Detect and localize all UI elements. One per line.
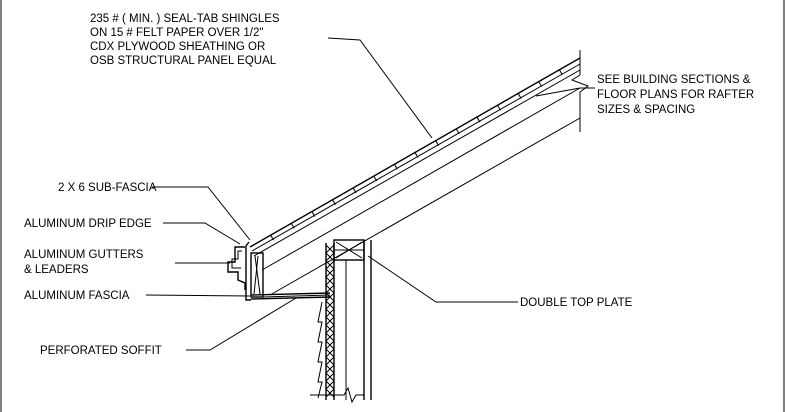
sheathing-hatch: [325, 340, 335, 350]
label-shingles-line-3: CDX PLYWOOD SHEATHING OR: [90, 41, 265, 53]
wall-sheathing-pattern: [325, 244, 335, 398]
soffit-bottom: [250, 296, 331, 300]
label-soffit: PERFORATED SOFFIT: [40, 345, 162, 357]
sheathing-hatch: [325, 388, 335, 398]
roof-assembly: [249, 50, 590, 296]
wall-assembly: [310, 239, 372, 404]
eave-components: [227, 241, 264, 301]
label-see-sections-line-3: SIZES & SPACING: [597, 104, 695, 116]
leader-see-sections: [535, 87, 595, 97]
label-top-plate: DOUBLE TOP PLATE: [520, 297, 633, 309]
gutter-inner-profile: [231, 250, 242, 269]
sheathing-hatch: [325, 356, 335, 366]
drip-edge: [245, 241, 251, 301]
shingle-tab-tick: [497, 104, 501, 111]
label-gutters-line-2: & LEADERS: [24, 264, 89, 276]
soffit-top: [250, 292, 331, 296]
shingle-tab-tick: [311, 211, 316, 217]
sheathing-hatch: [325, 260, 335, 270]
leaders: [145, 37, 595, 351]
soffit: [250, 292, 331, 300]
shingle-tab-tick: [270, 234, 275, 241]
leader-fascia: [145, 294, 251, 297]
label-shingles-line-4: OSB STRUCTURAL PANEL EQUAL: [90, 55, 277, 67]
rafter-break-line: [570, 50, 590, 132]
sub-fascia-board: [250, 252, 264, 298]
soffit-mid: [262, 294, 331, 298]
label-shingles-line-1: 235 # ( MIN. ) SEAL-TAB SHINGLES: [90, 13, 280, 25]
sheathing-hatch: [325, 348, 335, 358]
leader-shingles: [327, 37, 433, 139]
shingle-tab-tick: [558, 69, 563, 76]
label-see-sections: SEE BUILDING SECTIONS & FLOOR PLANS FOR …: [597, 74, 754, 116]
leader-drip-edge: [163, 222, 241, 245]
sheathing-hatch: [325, 324, 335, 334]
sheathing-hatch: [325, 284, 335, 294]
shingle-tab-tick: [393, 164, 398, 170]
sheathing-hatch: [325, 276, 335, 286]
sheathing-hatch: [325, 244, 335, 254]
wall-break-line: [310, 386, 364, 404]
sheathing-hatch: [325, 308, 335, 318]
sheathing-hatch: [325, 316, 335, 326]
sheathing-hatch: [325, 300, 335, 310]
gutter-profile: [227, 246, 246, 290]
sheathing-hatch: [325, 380, 335, 390]
leader-sub-fascia: [152, 186, 251, 241]
label-shingles: 235 # ( MIN. ) SEAL-TAB SHINGLES ON 15 #…: [90, 13, 280, 67]
rafter-top-line: [261, 87, 581, 271]
sheathing-line: [251, 63, 581, 252]
top-plate-cross-2: [335, 241, 363, 259]
label-fascia: ALUMINUM FASCIA: [24, 290, 130, 302]
sheathing-hatch: [325, 372, 335, 382]
sheathing-hatch: [325, 332, 335, 342]
label-gutters-line-1: ALUMINUM GUTTERS: [24, 249, 144, 261]
leader-soffit: [186, 297, 297, 351]
sheathing-underside-line: [253, 69, 581, 257]
label-shingles-line-2: ON 15 # FELT PAPER OVER 1/2": [90, 27, 263, 39]
shingle-tab-tick: [373, 175, 378, 182]
wall-siding: [317, 301, 323, 399]
leader-top-plate: [367, 255, 518, 303]
shingle-tab-tick: [290, 223, 295, 229]
shingle-tab-tick: [476, 116, 481, 123]
sheathing-hatch: [325, 252, 335, 262]
shingle-tab-tick: [455, 128, 460, 135]
label-sub-fascia: 2 X 6 SUB-FASCIA: [58, 182, 157, 194]
sub-fascia-grain-2: [253, 255, 259, 295]
label-see-sections-line-1: SEE BUILDING SECTIONS &: [597, 74, 751, 86]
shingle-tab-tick: [352, 187, 357, 194]
shingle-tab-tick: [435, 140, 440, 146]
shingle-tab-tick: [517, 93, 522, 99]
shingle-tab-tick: [332, 199, 336, 206]
sheathing-hatch: [325, 364, 335, 374]
shingle-tabs: [270, 69, 563, 241]
label-drip-edge: ALUMINUM DRIP EDGE: [24, 218, 152, 230]
shingle-tab-tick: [538, 81, 543, 87]
rafter-bottom-line: [269, 117, 581, 296]
label-see-sections-line-2: FLOOR PLANS FOR RAFTER: [597, 89, 754, 101]
sub-fascia-grain: [254, 255, 261, 295]
sheathing-hatch: [325, 268, 335, 278]
shingle-tab-tick: [414, 152, 419, 158]
sheathing-hatch: [325, 292, 335, 302]
